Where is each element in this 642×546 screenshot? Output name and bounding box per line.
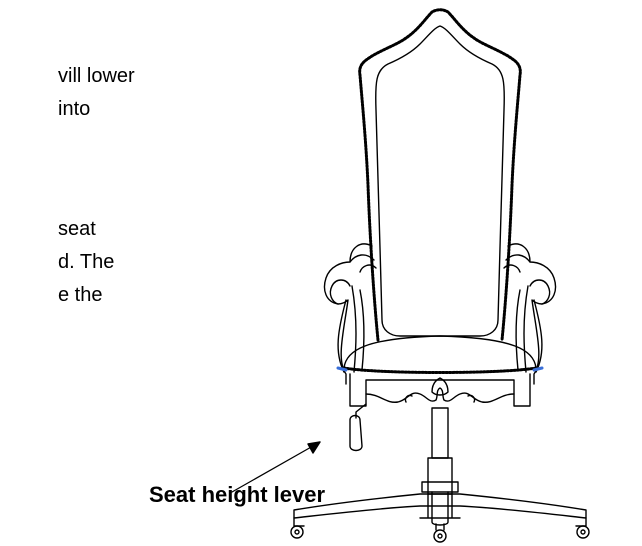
left-arm-inner [349, 254, 377, 273]
right-armrest [507, 243, 557, 385]
seat-front-line [343, 367, 537, 374]
gas-cylinder [431, 407, 449, 459]
backrest-outer-edge [358, 8, 522, 342]
backrest-inner-panel [375, 25, 505, 337]
body-text-line-5: e the [58, 284, 103, 306]
body-text-line-2: into [58, 98, 91, 120]
caster-left [290, 517, 305, 539]
caster-center [433, 523, 447, 543]
apron-ornament [404, 377, 476, 403]
callout-line [231, 441, 321, 493]
right-arm-inner [503, 254, 531, 273]
column-base [421, 481, 459, 493]
seat-accent-left [336, 366, 348, 372]
left-arm-scroll [329, 279, 351, 305]
left-armrest [323, 243, 373, 385]
right-arm-support [515, 285, 543, 373]
body-text-line-4: d. The [58, 251, 115, 273]
base-star [293, 493, 587, 519]
backrest-outer-line [358, 9, 522, 341]
base-legs-center [419, 493, 461, 519]
body-text-line-1: vill lower [58, 65, 135, 87]
right-arm-scroll [529, 279, 551, 305]
body-text-line-3: seat [58, 218, 96, 240]
seat-height-lever-handle [349, 414, 363, 452]
seat-accent-right [532, 366, 544, 372]
seat-cushion [343, 335, 537, 369]
base-hub [431, 491, 449, 526]
caster-right [575, 517, 590, 539]
callout-arrowhead [307, 441, 321, 454]
left-arm-support [337, 285, 365, 373]
column-sleeve [427, 457, 453, 495]
seat-apron [349, 373, 531, 407]
seat-height-lever-label: Seat height lever [149, 482, 326, 507]
